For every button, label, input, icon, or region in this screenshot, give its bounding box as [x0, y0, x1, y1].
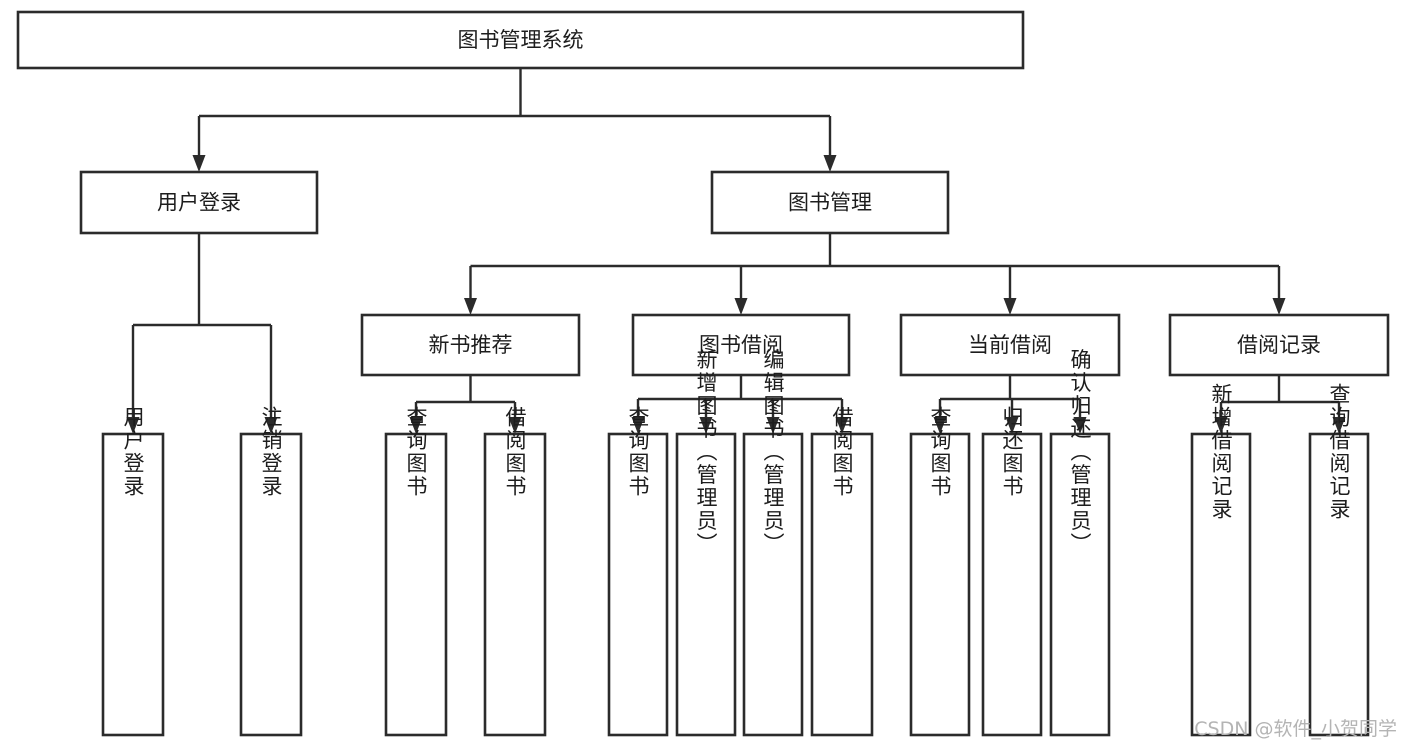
edge-arrow-current-borrow-leaf-return-book	[1005, 417, 1019, 434]
node-box-leaf-add-book-admin	[675, 432, 737, 737]
node-label-leaf-add-borrow-record: 新增借阅记录	[1209, 383, 1233, 521]
edge-arrow-borrow-record-leaf-add-borrow-record	[1214, 417, 1228, 434]
node-root[interactable]: 图书管理系统	[16, 10, 1025, 70]
edge-arrow-book-management-new-book-recommend	[464, 298, 477, 315]
node-label-leaf-return-book: 归还图书	[1000, 406, 1024, 498]
node-box-leaf-query-book-current	[909, 432, 971, 737]
node-label-leaf-query-book-borrow: 查询图书	[626, 406, 650, 498]
edge-arrow-root-book-management	[823, 155, 837, 172]
node-leaf-query-borrow-record[interactable]: 查询借阅记录	[1308, 383, 1370, 737]
node-leaf-confirm-return-admin[interactable]: 确认归还（管理员）	[1049, 349, 1111, 737]
node-leaf-borrow-book-recommend[interactable]: 借阅图书	[483, 406, 547, 737]
node-label-leaf-logout-login: 注销登录	[259, 406, 283, 498]
node-leaf-query-book-borrow[interactable]: 查询图书	[607, 406, 669, 737]
node-box-leaf-user-login	[101, 432, 165, 737]
edge-group-new-book-recommend	[409, 375, 522, 434]
node-box-leaf-query-borrow-record	[1308, 432, 1370, 737]
node-box-leaf-borrow-book	[810, 432, 874, 737]
node-label-borrow-record: 借阅记录	[1237, 333, 1321, 357]
node-box-book-management	[710, 170, 950, 235]
edge-arrow-book-borrow-leaf-query-book-borrow	[631, 417, 645, 434]
edge-arrow-root-user-login	[192, 155, 206, 172]
edge-group-root	[192, 68, 837, 172]
node-label-leaf-query-borrow-record: 查询借阅记录	[1327, 383, 1351, 521]
edge-arrow-current-borrow-leaf-query-book-current	[933, 417, 947, 434]
node-box-current-borrow	[899, 313, 1121, 377]
node-leaf-query-book-current[interactable]: 查询图书	[909, 406, 971, 737]
node-leaf-user-login[interactable]: 用户登录	[101, 406, 165, 737]
edge-arrow-book-management-borrow-record	[1272, 298, 1286, 315]
node-box-leaf-confirm-return-admin	[1049, 432, 1111, 737]
node-box-leaf-edit-book-admin	[742, 432, 804, 737]
node-book-borrow[interactable]: 图书借阅	[631, 313, 851, 377]
node-label-root: 图书管理系统	[458, 28, 584, 52]
node-label-leaf-edit-book-admin: 编辑图书（管理员）	[761, 349, 785, 556]
node-label-leaf-borrow-book: 借阅图书	[830, 406, 854, 498]
node-label-leaf-add-book-admin: 新增图书（管理员）	[694, 349, 718, 556]
node-book-management[interactable]: 图书管理	[710, 170, 950, 235]
node-box-new-book-recommend	[360, 313, 581, 377]
edge-arrow-current-borrow-leaf-confirm-return-admin	[1073, 417, 1087, 434]
node-label-book-borrow: 图书借阅	[699, 333, 783, 357]
edge-arrow-new-book-recommend-leaf-borrow-book-recommend	[508, 417, 522, 434]
node-box-leaf-borrow-book-recommend	[483, 432, 547, 737]
node-box-leaf-query-book-borrow	[607, 432, 669, 737]
node-box-leaf-logout-login	[239, 432, 303, 737]
node-box-leaf-return-book	[981, 432, 1043, 737]
edge-group-user-login	[126, 233, 278, 434]
edge-arrow-borrow-record-leaf-query-borrow-record	[1332, 417, 1346, 434]
edge-arrow-book-borrow-leaf-add-book-admin	[699, 417, 713, 434]
edge-group-book-management	[464, 233, 1286, 315]
node-leaf-return-book[interactable]: 归还图书	[981, 406, 1043, 737]
edge-arrow-user-login-leaf-logout-login	[264, 417, 278, 434]
node-new-book-recommend[interactable]: 新书推荐	[360, 313, 581, 377]
node-label-new-book-recommend: 新书推荐	[429, 333, 513, 357]
node-box-borrow-record	[1168, 313, 1390, 377]
node-leaf-borrow-book[interactable]: 借阅图书	[810, 406, 874, 737]
node-leaf-logout-login[interactable]: 注销登录	[239, 406, 303, 737]
node-box-book-borrow	[631, 313, 851, 377]
node-box-root	[16, 10, 1025, 70]
node-label-leaf-user-login: 用户登录	[121, 406, 145, 498]
node-label-leaf-borrow-book-recommend: 借阅图书	[503, 406, 527, 498]
edge-arrow-book-management-book-borrow	[734, 298, 748, 315]
edge-arrow-user-login-leaf-user-login	[126, 417, 140, 434]
node-label-leaf-confirm-return-admin: 确认归还（管理员）	[1068, 349, 1092, 556]
node-leaf-add-borrow-record[interactable]: 新增借阅记录	[1190, 383, 1252, 737]
node-leaf-add-book-admin[interactable]: 新增图书（管理员）	[675, 349, 737, 737]
edge-arrow-book-management-current-borrow	[1003, 298, 1017, 315]
node-layer: 图书管理系统用户登录图书管理新书推荐图书借阅当前借阅借阅记录用户登录注销登录查询…	[16, 10, 1390, 737]
node-leaf-query-book-recommend[interactable]: 查询图书	[384, 406, 448, 737]
node-borrow-record[interactable]: 借阅记录	[1168, 313, 1390, 377]
node-label-leaf-query-book-current: 查询图书	[928, 406, 952, 498]
edge-arrow-new-book-recommend-leaf-query-book-recommend	[409, 417, 423, 434]
edge-group-book-borrow	[631, 375, 849, 434]
edge-layer	[126, 68, 1346, 434]
edge-arrow-book-borrow-leaf-borrow-book	[835, 417, 849, 434]
node-leaf-edit-book-admin[interactable]: 编辑图书（管理员）	[742, 349, 804, 737]
node-label-book-management: 图书管理	[788, 191, 872, 215]
node-label-user-login: 用户登录	[157, 191, 241, 215]
node-box-leaf-add-borrow-record	[1190, 432, 1252, 737]
node-label-leaf-query-book-recommend: 查询图书	[404, 406, 428, 498]
node-current-borrow[interactable]: 当前借阅	[899, 313, 1121, 377]
node-user-login[interactable]: 用户登录	[79, 170, 319, 235]
edge-arrow-book-borrow-leaf-edit-book-admin	[766, 417, 780, 434]
node-label-current-borrow: 当前借阅	[968, 333, 1052, 357]
node-box-user-login	[79, 170, 319, 235]
edge-group-borrow-record	[1214, 375, 1346, 434]
edge-group-current-borrow	[933, 375, 1087, 434]
node-box-leaf-query-book-recommend	[384, 432, 448, 737]
